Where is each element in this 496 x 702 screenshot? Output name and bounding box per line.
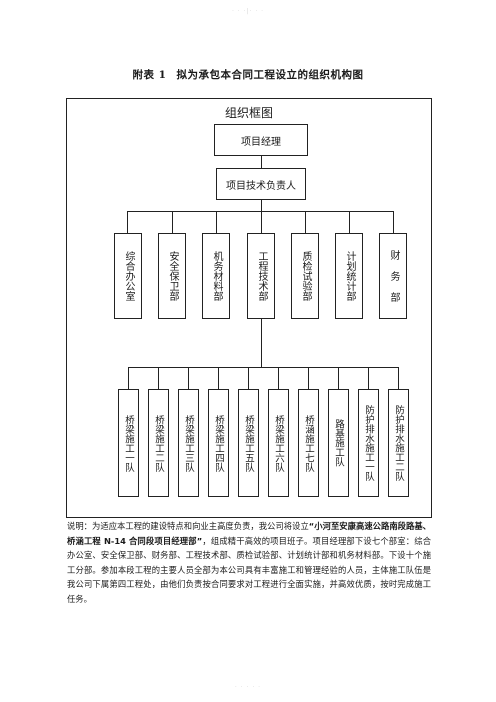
connector-line (127, 211, 128, 233)
department-bus-line (127, 211, 393, 212)
connector-line (368, 367, 369, 389)
project-manager-box: 项目经理 (214, 124, 308, 156)
team-box-drainage-2: 防护排水施工二队 (388, 389, 409, 497)
note-body: ，组成精干高效的项目班子。项目经理部下设七个部室：综合办公室、安全保卫部、财务部… (67, 535, 431, 604)
team-box-bridge-2: 桥梁施工二队 (148, 389, 169, 497)
explanation-note: 说明：为适应本工程的建设特点和向业主高度负责，我公司将设立“小河至安康高速公路南… (67, 519, 431, 606)
department-box-security: 安全保卫部 (158, 233, 186, 319)
department-box-planning-statistics: 计划统计部 (335, 233, 363, 319)
connector-line (216, 211, 217, 233)
connector-line (158, 367, 159, 389)
team-box-bridge-3: 桥梁施工三队 (178, 389, 199, 497)
team-box-drainage-1: 防护排水施工一队 (358, 389, 379, 497)
connector-line (248, 367, 249, 389)
document-title: 附表 1 拟为承包本合同工程设立的组织机构图 (0, 67, 496, 82)
connector-line (338, 367, 339, 389)
department-box-general-office: 综合办公室 (114, 233, 142, 319)
org-chart-frame (66, 98, 432, 518)
department-box-machinery-materials: 机务材料部 (202, 233, 230, 319)
connector-line (172, 211, 173, 233)
technical-lead-box: 项目技术负责人 (216, 168, 306, 200)
appendix-title: 拟为承包本合同工程设立的组织机构图 (176, 69, 364, 81)
connector-line (308, 367, 309, 389)
team-box-roadbed: 路基施工队 (328, 389, 349, 497)
connector-line (393, 211, 394, 233)
connector-line (128, 367, 129, 389)
department-box-engineering: 工程技术部 (247, 233, 275, 319)
connector-line (261, 156, 262, 168)
note-project-name: “小河至安康高速公路南段路基、桥涵工程 N-14 合同段项目经理部” (67, 521, 431, 546)
appendix-label: 附表 1 (132, 69, 167, 81)
team-box-bridge-4: 桥梁施工四队 (208, 389, 229, 497)
connector-line (188, 367, 189, 389)
note-intro: 说明：为适应本工程的建设特点和向业主高度负责，我公司将设立 (67, 521, 309, 531)
header-watermark: · · ·|· · · (231, 8, 265, 15)
connector-line (261, 200, 262, 211)
connector-line (261, 319, 262, 367)
connector-line (349, 211, 350, 233)
team-box-bridge-5: 桥梁施工五队 (238, 389, 259, 497)
connector-line (218, 367, 219, 389)
department-box-finance: 财 务 部 (379, 233, 407, 319)
team-bus-line (128, 367, 399, 368)
department-box-quality-testing: 质检试验部 (291, 233, 319, 319)
chart-title: 组织框图 (224, 106, 273, 120)
connector-line (261, 211, 262, 233)
team-box-culvert-7: 桥涵施工七队 (298, 389, 319, 497)
connector-line (278, 367, 279, 389)
connector-line (305, 211, 306, 233)
team-box-bridge-6: 桥梁施工六队 (268, 389, 289, 497)
team-box-bridge-1: 桥梁施工一队 (118, 389, 139, 497)
footer-watermark: · · · · · (234, 684, 262, 691)
connector-line (398, 367, 399, 389)
